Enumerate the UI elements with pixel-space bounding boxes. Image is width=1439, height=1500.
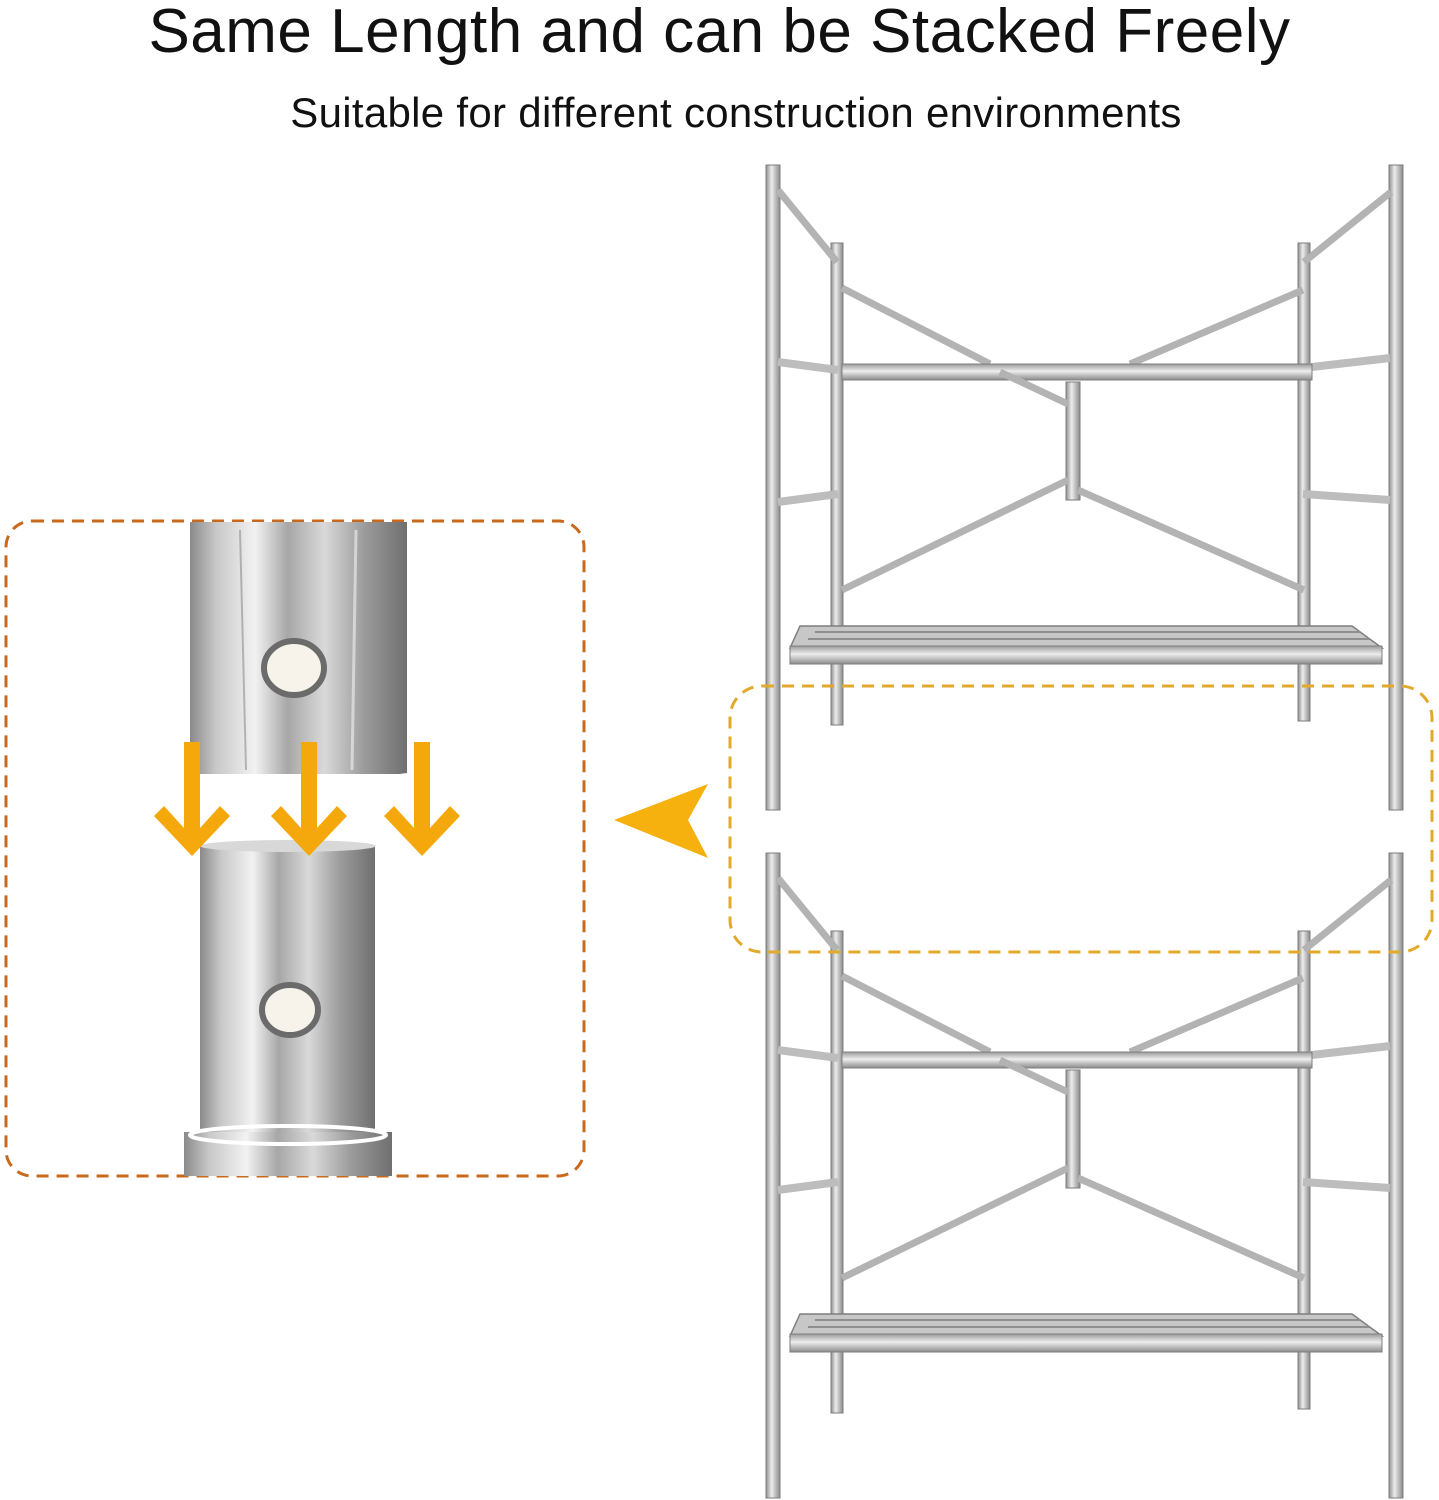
scaffold-frame-lower bbox=[766, 853, 1403, 1498]
upper-tube bbox=[189, 522, 408, 783]
down-arrow-icon bbox=[271, 742, 347, 856]
lower-tube bbox=[184, 840, 392, 1176]
pin-hole bbox=[259, 982, 321, 1038]
detail-callout-box bbox=[4, 519, 586, 1178]
scaffold-frame-upper bbox=[766, 165, 1403, 810]
down-arrow-icon bbox=[384, 742, 460, 856]
subheadline: Suitable for different construction envi… bbox=[290, 89, 1182, 136]
joint-highlight-box bbox=[728, 684, 1434, 954]
left-pointer-icon bbox=[614, 784, 708, 858]
pin-hole bbox=[261, 638, 327, 698]
down-arrow-icon bbox=[154, 742, 230, 856]
headline: Same Length and can be Stacked Freely bbox=[148, 0, 1291, 66]
